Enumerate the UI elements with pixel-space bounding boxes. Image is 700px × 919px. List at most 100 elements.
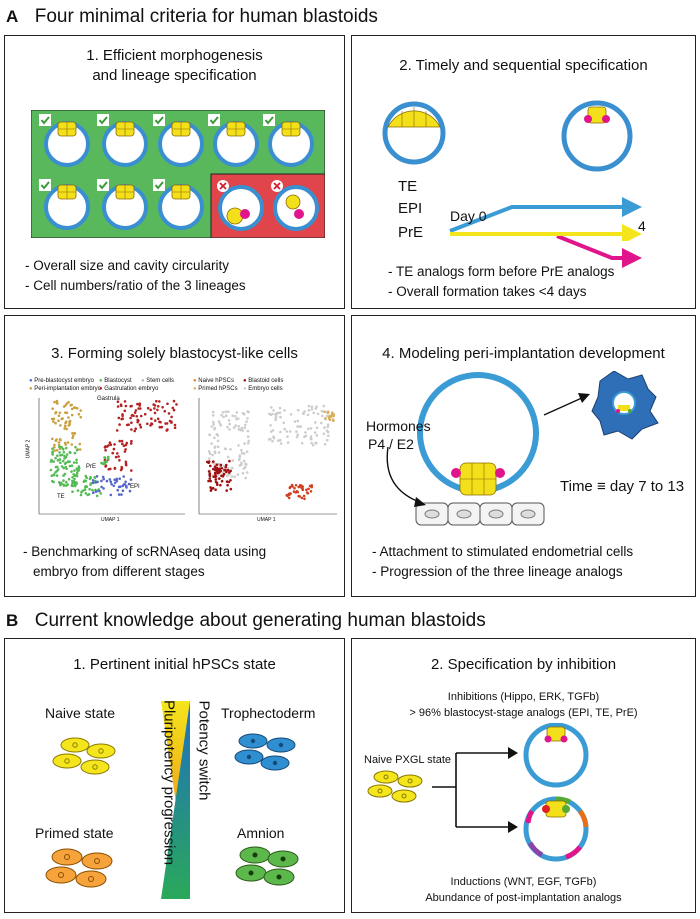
- panel-a1: 1. Efficient morphogenesis and lineage s…: [4, 35, 345, 309]
- inhibitions-line2: > 96% blastocyst-stage analogs (EPI, TE,…: [409, 707, 638, 719]
- pxgl-cells: [367, 770, 423, 803]
- section-a-header: A Four minimal criteria for human blasto…: [6, 6, 378, 28]
- blastoid-fail-1: [216, 179, 264, 231]
- te-arrow: [449, 197, 642, 233]
- umap-cluster-pre: [100, 455, 110, 466]
- pre-arrow: [556, 236, 642, 268]
- day4-label: 4: [638, 218, 646, 234]
- panel-a1-bullet-2: - Cell numbers/ratio of the 3 lineages: [25, 278, 246, 293]
- inhibitions-line1: Inhibitions (Hippo, ERK, TGFb): [447, 691, 600, 703]
- late-blastoid-icon: [561, 100, 633, 172]
- umap-cluster-naive: [285, 483, 314, 501]
- panel-a4-bullet-1: - Attachment to stimulated endometrial c…: [372, 544, 634, 559]
- implantation-figure: [386, 371, 659, 526]
- panel-a3-bullet-1: - Benchmarking of scRNAseq data using: [23, 544, 267, 559]
- umap-label-gastrula: Gastrula: [97, 396, 120, 402]
- umap-right-legend: ● Naive hPSCs ● Blastoid cells ● Primed …: [193, 378, 284, 392]
- umap-cluster-blastocyst: [49, 445, 81, 487]
- hormones-label-line1: Hormones: [366, 418, 431, 434]
- naive-cells: [52, 737, 116, 775]
- state-amnion-label: Amnion: [237, 825, 285, 841]
- lineage-epi-label: EPI: [398, 200, 423, 217]
- hpsc-state-figure: [45, 701, 299, 899]
- panel-b2: 2. Specification by inhibition Inhibitio…: [351, 638, 696, 913]
- legend-peri-implantation: Peri-implantation embryo: [34, 386, 101, 392]
- panel-b1-title: 1. Pertinent initial hPSCs state: [73, 656, 276, 673]
- state-naive-label: Naive state: [45, 705, 116, 721]
- umap-cluster-gastrula-tail: [103, 439, 133, 472]
- legend-blastoid-cells: Blastoid cells: [248, 378, 284, 384]
- umap-right-plot: [198, 398, 337, 515]
- specification-figure: [367, 723, 589, 862]
- amnion-cells: [235, 846, 299, 886]
- section-a-title: Four minimal criteria for human blastoid…: [34, 6, 378, 27]
- inductions-line2: Abundance of post-implantation analogs: [425, 892, 622, 904]
- implanted-embryo-icon: [591, 371, 659, 440]
- panel-b1: 1. Pertinent initial hPSCs state Naive s…: [4, 638, 345, 913]
- day0-label: Day 0: [450, 208, 487, 224]
- blastoid-fail-2: [270, 179, 319, 231]
- umap-label-epi: EPI: [130, 484, 140, 490]
- panel-a1-title-line1: 1. Efficient morphogenesis: [86, 47, 263, 64]
- panel-a4: 4. Modeling peri-implantation developmen…: [351, 315, 696, 597]
- panel-a2-title: 2. Timely and sequential specification: [399, 57, 648, 74]
- section-a-letter: A: [6, 7, 19, 26]
- panel-a2: 2. Timely and sequential specification: [351, 35, 696, 309]
- umap-cluster-embryo-cells-2: [267, 404, 330, 447]
- legend-naive-hpscs: Naive hPSCs: [198, 378, 234, 384]
- potency-gradient: [161, 701, 190, 899]
- umap-left-xaxis: UMAP 1: [101, 517, 120, 523]
- primed-cells: [45, 848, 113, 888]
- umap-left-plot: [38, 398, 185, 515]
- state-primed-label: Primed state: [35, 825, 114, 841]
- umap-label-pre: PrE: [86, 464, 97, 470]
- panel-a3: 3. Forming solely blastocyst-like cells …: [4, 315, 345, 597]
- panel-a2-bullet-1: - TE analogs form before PrE analogs: [388, 264, 615, 279]
- legend-primed-hpscs: Primed hPSCs: [198, 386, 238, 392]
- umap-left-legend: ● Pre-blastocyst embryo ● Blastocyst ● S…: [29, 378, 174, 392]
- umap-cluster-blastoid-cells: [206, 459, 233, 492]
- section-b-letter: B: [6, 611, 19, 630]
- panel-a4-bullet-2: - Progression of the three lineage analo…: [372, 564, 623, 579]
- panel-a1-bullet-1: - Overall size and cavity circularity: [25, 258, 230, 273]
- branch-arrows: [432, 747, 518, 833]
- legend-embryo-cells: Embryo cells: [248, 386, 283, 392]
- state-trophectoderm-label: Trophectoderm: [221, 705, 316, 721]
- panel-a3-title: 3. Forming solely blastocyst-like cells: [51, 345, 298, 362]
- umap-cluster-primed: [323, 410, 335, 422]
- panel-b2-title: 2. Specification by inhibition: [430, 656, 617, 673]
- timeline-figure: [382, 100, 642, 241]
- time-label: Time ≡ day 7 to 13: [560, 478, 685, 495]
- umap-cluster-peri: [50, 399, 82, 452]
- progression-arrow: [543, 393, 590, 416]
- legend-blastocyst: Blastocyst: [104, 378, 132, 384]
- epi-arrow: [450, 224, 642, 241]
- lineage-pre-label: PrE: [398, 224, 424, 241]
- trophectoderm-cells: [234, 733, 296, 771]
- section-b-header: B Current knowledge about generating hum…: [6, 610, 486, 632]
- pluripotency-axis-label: Pluripotency progression: [160, 699, 178, 866]
- panel-a4-title: 4. Modeling peri-implantation developmen…: [382, 345, 665, 362]
- endometrial-cells: [415, 502, 545, 526]
- potency-axis-label: Potency switch: [195, 700, 213, 801]
- legend-stem-cells: Stem cells: [146, 378, 174, 384]
- blastoid-inhibition-icon: [523, 723, 589, 788]
- panel-a3-bullet-2: embryo from different stages: [33, 564, 205, 579]
- lineage-te-label: TE: [398, 178, 418, 195]
- early-blastoid-icon: [382, 101, 446, 165]
- umap-left-yaxis: UMAP 2: [25, 439, 32, 459]
- umap-right-xaxis: UMAP 1: [257, 517, 276, 523]
- blastoid-grid-figure: [31, 110, 325, 238]
- blastoid-large-icon: [417, 372, 539, 496]
- panel-a1-title-line2: and lineage specification: [92, 67, 257, 84]
- panel-a2-bullet-2: - Overall formation takes <4 days: [388, 284, 587, 299]
- blastoid-induction-icon: [523, 796, 589, 862]
- hormones-label-line2: P4 / E2: [368, 436, 414, 452]
- hormone-arrow: [386, 446, 426, 507]
- legend-gastrulation: Gastrulation embryo: [104, 386, 159, 392]
- umap-label-te: TE: [57, 494, 65, 500]
- umap-cluster-pre-blastocyst: [91, 475, 133, 497]
- section-b-title: Current knowledge about generating human…: [34, 610, 486, 631]
- umap-cluster-te: [70, 474, 103, 498]
- legend-pre-blastocyst: Pre-blastocyst embryo: [34, 378, 94, 384]
